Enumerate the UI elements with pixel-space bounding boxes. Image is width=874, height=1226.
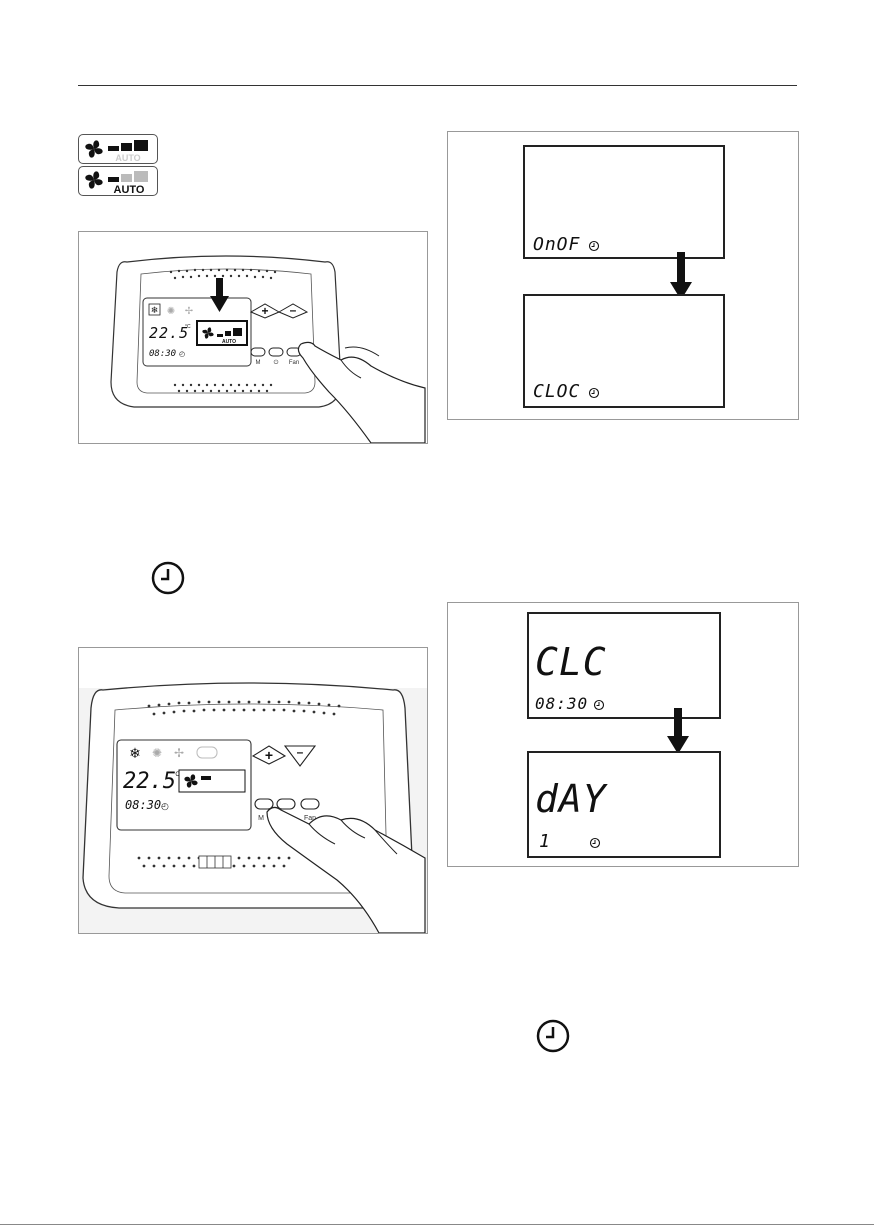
arrow-down-icon [667, 708, 689, 756]
power-button [277, 799, 295, 809]
clock-icon [536, 1019, 570, 1053]
badge-text: AUTO [115, 153, 140, 163]
fan-icon: AUTO [79, 135, 157, 163]
lcd-value: 1 [539, 831, 551, 852]
figure-mode-button: ❄ ✺ ✢ 22.5 °C 08:30 ◴ + – M Fan [78, 647, 428, 934]
lcd-screen-cloc: CLOC [523, 294, 725, 408]
clock-icon: ◴ [161, 801, 169, 811]
thermostat-illustration: ❄ ✺ ✢ AUTO 22.5 °C 08:30 ◴ + – M ⏻ Fan [79, 232, 427, 443]
thermostat-illustration: ❄ ✺ ✢ 22.5 °C 08:30 ◴ + – M Fan [79, 648, 427, 933]
m-button [255, 799, 273, 809]
svg-text:°C: °C [185, 324, 191, 330]
svg-text:M: M [258, 815, 264, 822]
lcd-text: OnOF [533, 234, 580, 255]
m-button [251, 348, 265, 356]
figure-fan-button: ❄ ✺ ✢ AUTO 22.5 °C 08:30 ◴ + – M ⏻ Fan [78, 231, 428, 444]
svg-text:08:30: 08:30 [149, 349, 176, 359]
lcd-title: dAY [535, 779, 607, 819]
lcd-text: CLOC [533, 381, 580, 402]
clock-icon [593, 699, 605, 711]
clock-icon [151, 561, 185, 595]
svg-text:✺: ✺ [167, 306, 175, 317]
clock-icon: ◴ [179, 351, 185, 358]
fan-auto-badge: AUTO [78, 166, 158, 196]
lcd-title: CLC [535, 642, 607, 682]
fan-speed-badge: AUTO [78, 134, 158, 164]
lcd-sequence-onof-cloc: OnOF CLOC [447, 131, 799, 420]
clock-icon [589, 837, 601, 849]
lcd-screen-onof: OnOF [523, 145, 725, 259]
header-rule [78, 85, 797, 86]
snowflake-icon: ❄ [151, 305, 159, 315]
svg-text:✺: ✺ [152, 746, 162, 760]
power-button [269, 348, 283, 356]
plus-icon: + [261, 304, 268, 318]
fan-button [301, 799, 319, 809]
minus-icon: – [297, 745, 304, 759]
lcd-screen-clc: CLC 08:30 [527, 612, 721, 719]
lcd-time: 08:30 [535, 694, 588, 713]
svg-text:M: M [256, 360, 261, 366]
lcd-sequence-clc-day: CLC 08:30 dAY 1 [447, 602, 799, 867]
fan-icon: AUTO [79, 167, 157, 195]
footer-rule [0, 1224, 874, 1225]
svg-text:22.5: 22.5 [149, 324, 189, 342]
svg-text:08:30: 08:30 [125, 798, 161, 812]
svg-text:✢: ✢ [185, 306, 193, 317]
svg-text:✢: ✢ [174, 746, 184, 760]
svg-text:22.5: 22.5 [123, 769, 176, 794]
svg-text:AUTO: AUTO [222, 339, 236, 345]
snowflake-icon: ❄ [129, 745, 141, 761]
svg-text:Fan: Fan [289, 360, 299, 366]
badge-text: AUTO [114, 184, 145, 195]
minus-icon: – [290, 303, 297, 317]
svg-text:⏻: ⏻ [274, 359, 279, 366]
clock-icon [588, 240, 600, 252]
clock-icon [588, 387, 600, 399]
lcd-screen-day: dAY 1 [527, 751, 721, 858]
plus-icon: + [265, 747, 273, 763]
